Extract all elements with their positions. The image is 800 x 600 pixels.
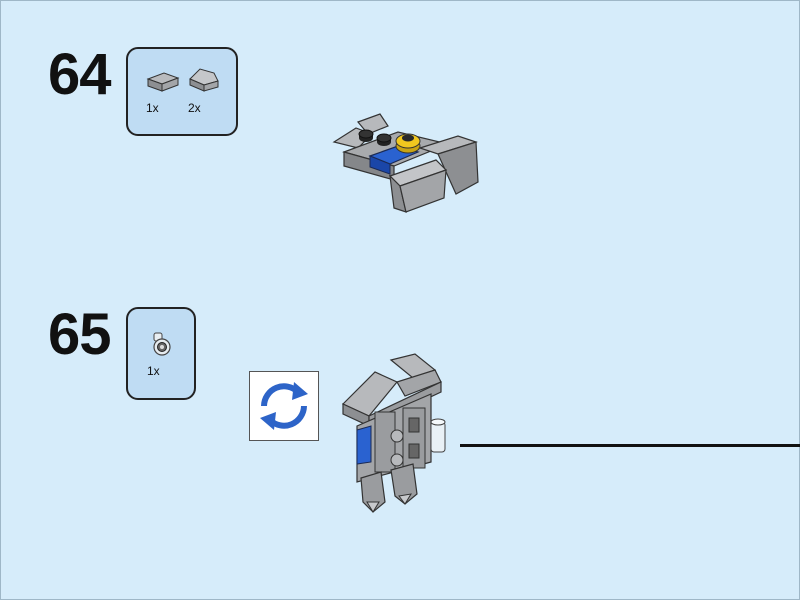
- step-65-model-illustration: [341, 353, 446, 513]
- step-number-65: 65: [48, 302, 112, 367]
- trans-clear-round-plate-with-clip-icon: [153, 332, 171, 356]
- rotate-model-icon: [260, 382, 308, 430]
- step-number-64: 64: [48, 42, 112, 107]
- parts-callout-step-64: 1x 2x: [126, 47, 238, 136]
- step-64-model-illustration: [332, 113, 479, 213]
- part-quantity: 2x: [188, 101, 201, 115]
- grey-tile-1x2-icon: [146, 72, 180, 92]
- part-quantity: 1x: [146, 101, 159, 115]
- guide-line: [460, 444, 800, 447]
- part-quantity: 1x: [147, 364, 160, 378]
- grey-slope-1x2-icon: [189, 68, 219, 92]
- rotate-model-indicator: [249, 371, 319, 441]
- parts-callout-step-65: 1x: [126, 307, 196, 400]
